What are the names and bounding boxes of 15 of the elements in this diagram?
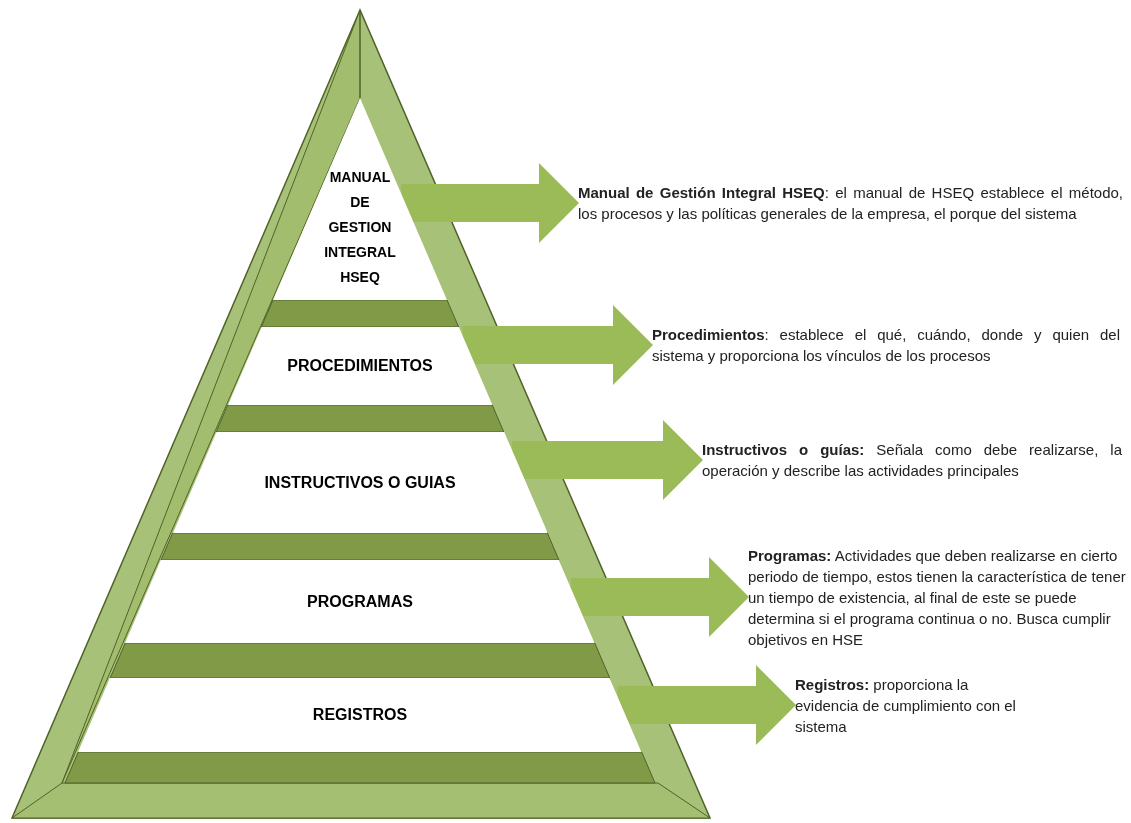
description-text: Procedimientos: establece el qué, cuándo, donde y quien del sistema y proporciona los vínculos de los procesos: [652, 325, 1120, 366]
description-text: Registros: proporciona la evidencia de cumplimiento con el sistema: [795, 674, 1017, 737]
block-arrow: [617, 665, 796, 745]
level-label: PROCEDIMIENTOS: [287, 356, 433, 376]
level-label: REGISTROS: [312, 705, 408, 725]
block-arrow: [570, 557, 749, 637]
block-arrow: [462, 305, 653, 385]
block-arrow: [401, 163, 579, 243]
description-text: Manual de Gestión Integral HSEQ: el manual de HSEQ establece el método, los procesos y las políticas generales de la empresa, el porque del sistema: [578, 183, 1123, 224]
level-label: MANUAL DE GESTION INTEGRAL HSEQ: [323, 168, 397, 287]
level-label: PROGRAMAS: [307, 591, 413, 612]
block-arrow: [511, 420, 703, 500]
description-text: Programas: Actividades que deben realizarse en cierto periodo de tiempo, estos tienen la característica de tener un tiempo de existencia, al final de este se puede determina si el programa continua o no. Busca cumplir objetivos en HSE: [748, 545, 1127, 650]
level-label: INSTRUCTIVOS O GUIAS: [264, 472, 456, 493]
description-text: Instructivos o guías: Señala como debe realizarse, la operación y describe las actividades principales: [702, 440, 1122, 481]
